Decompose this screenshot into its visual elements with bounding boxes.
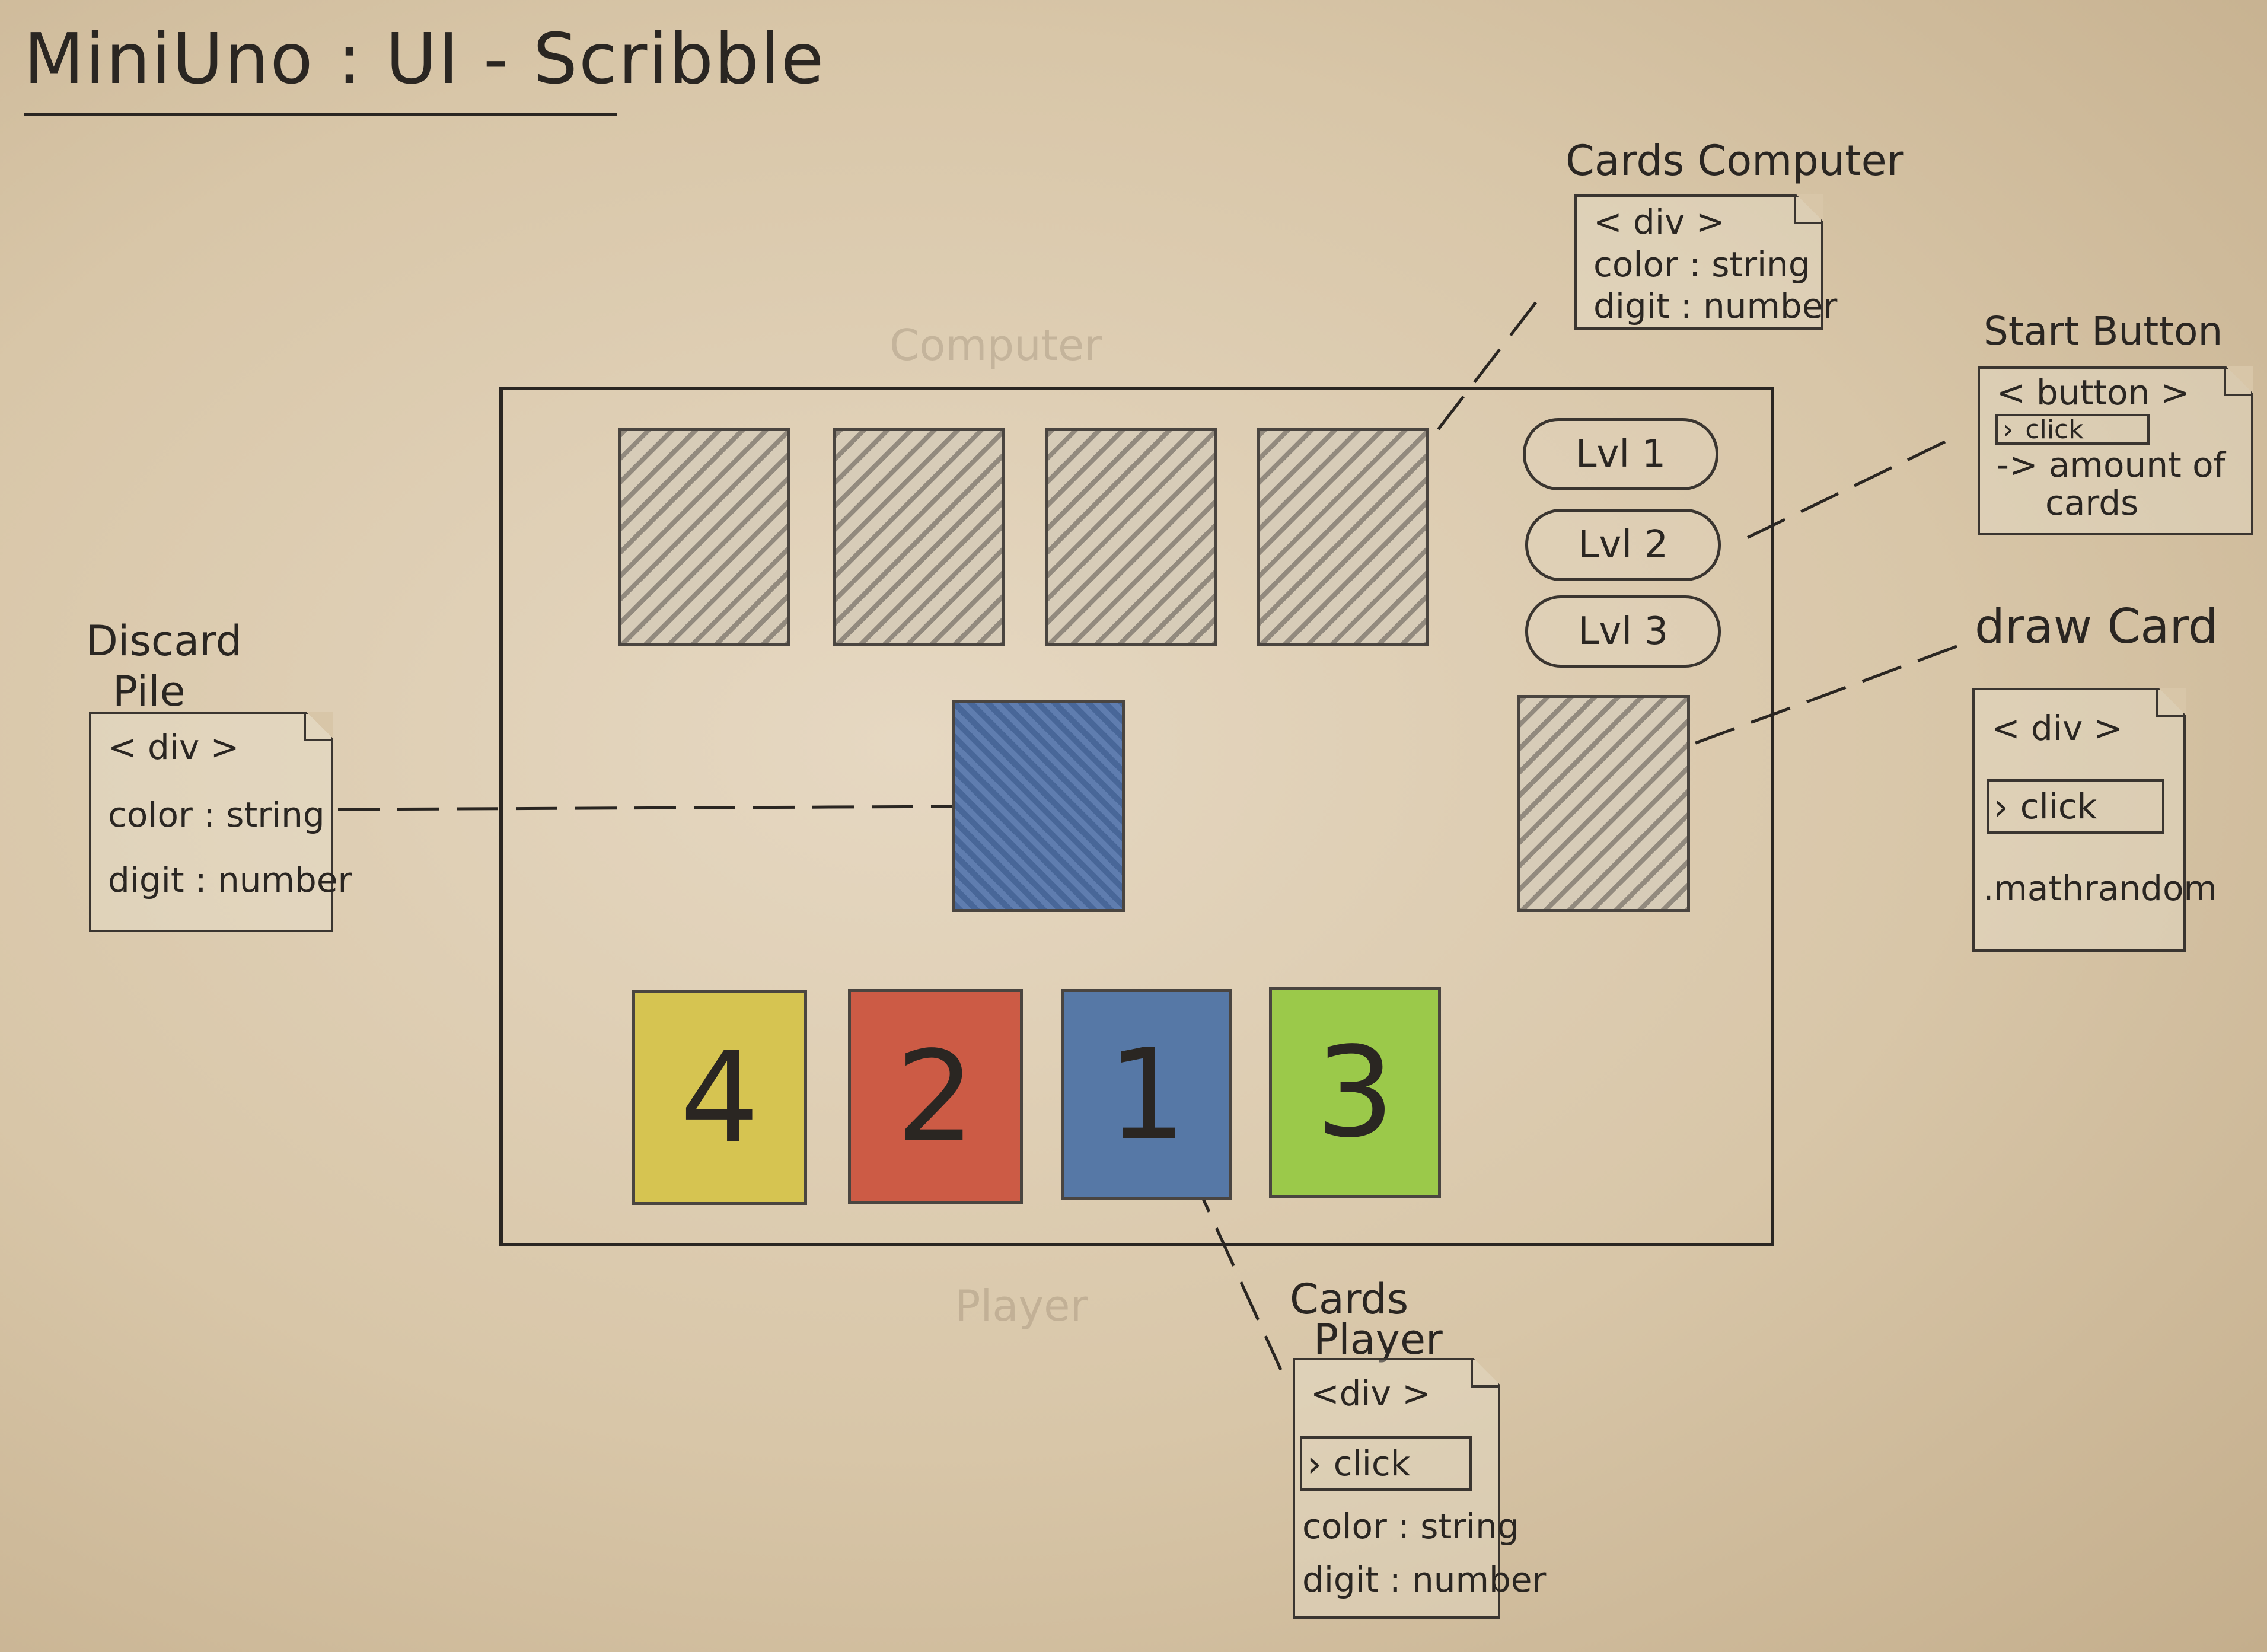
note-color-field: color : string: [1302, 1506, 1519, 1546]
cards-computer-label: Cards Computer: [1565, 136, 1904, 185]
start-button-label: Start Button: [1984, 308, 2223, 354]
card-digit: 2: [895, 1023, 975, 1169]
card-digit: 3: [1315, 1019, 1395, 1165]
click-label: click: [2020, 786, 2097, 827]
card-digit: 1: [1107, 1022, 1187, 1168]
level-1-button[interactable]: Lvl 1: [1523, 418, 1718, 490]
computer-card: [1257, 428, 1429, 646]
connector-start-button: [1742, 440, 1946, 541]
discard-pile: [952, 700, 1125, 912]
note-math-random: .mathrandom: [1983, 868, 2217, 908]
click-event: › click: [1987, 779, 2164, 834]
note-fold: [1794, 194, 1823, 224]
faded-computer-label: Computer: [889, 320, 1102, 370]
click-event: › click: [1300, 1436, 1472, 1491]
computer-card: [833, 428, 1005, 646]
note-tag: < div >: [1593, 202, 1725, 242]
discard-pile-label-line1: Discard: [86, 617, 243, 665]
game-board: [499, 387, 1774, 1246]
draw-card-deck[interactable]: [1517, 695, 1690, 912]
cards-computer-note: < div > color : string digit : number: [1574, 194, 1837, 330]
note-action: -> amount of: [1997, 445, 2226, 485]
discard-pile-label-line2: Pile: [113, 667, 186, 716]
page-title: MiniUno : UI - Scribble: [24, 18, 825, 100]
note-tag: < button >: [1997, 372, 2190, 413]
player-card-blue[interactable]: 1: [1061, 989, 1232, 1200]
chevron-right-icon: ›: [1994, 784, 2008, 828]
player-card-yellow[interactable]: 4: [632, 990, 807, 1205]
computer-card: [1045, 428, 1217, 646]
player-card-red[interactable]: 2: [848, 989, 1023, 1204]
click-event: › click: [1995, 413, 2150, 445]
cards-player-note: <div > › click color : string digit : nu…: [1293, 1358, 1546, 1619]
note-fold: [2156, 688, 2186, 717]
connector-draw-card: [1660, 645, 1957, 758]
faded-player-label: Player: [955, 1281, 1088, 1331]
note-digit-field: digit : number: [1302, 1559, 1547, 1600]
note-tag: < div >: [1991, 708, 2123, 748]
note-digit-field: digit : number: [108, 860, 352, 900]
note-fold: [304, 712, 333, 741]
note-color-field: color : string: [1593, 244, 1810, 285]
title-underline: [24, 113, 617, 116]
player-card-green[interactable]: 3: [1269, 987, 1441, 1198]
cards-player-label-line1: Cards: [1290, 1275, 1409, 1323]
click-label: click: [2025, 414, 2084, 445]
note-fold: [2224, 366, 2253, 396]
connector-cards-player: [1190, 1173, 1283, 1371]
computer-card: [618, 428, 790, 646]
draw-card-note: < div > › click .mathrandom: [1972, 688, 2217, 952]
chevron-right-icon: ›: [1307, 1441, 1322, 1485]
card-digit: 4: [680, 1025, 760, 1171]
discard-pile-note: < div > color : string digit : number: [89, 712, 352, 932]
chevron-right-icon: ›: [2003, 413, 2014, 445]
click-label: click: [1333, 1443, 1411, 1484]
note-fold: [1471, 1358, 1500, 1388]
note-action-cont: cards: [2045, 483, 2139, 523]
draw-card-label: draw Card: [1975, 599, 2218, 654]
note-digit-field: digit : number: [1593, 286, 1838, 326]
connector-cards-computer: [1416, 301, 1537, 458]
connector-discard-pile: [337, 805, 961, 811]
level-2-button[interactable]: Lvl 2: [1525, 509, 1721, 581]
note-color-field: color : string: [108, 795, 325, 835]
level-3-button[interactable]: Lvl 3: [1525, 595, 1721, 668]
cards-player-label-line2: Player: [1313, 1315, 1443, 1364]
note-tag: < div >: [108, 727, 240, 767]
start-button-note: < button > › click -> amount of cards: [1978, 366, 2253, 535]
note-tag: <div >: [1311, 1373, 1431, 1414]
